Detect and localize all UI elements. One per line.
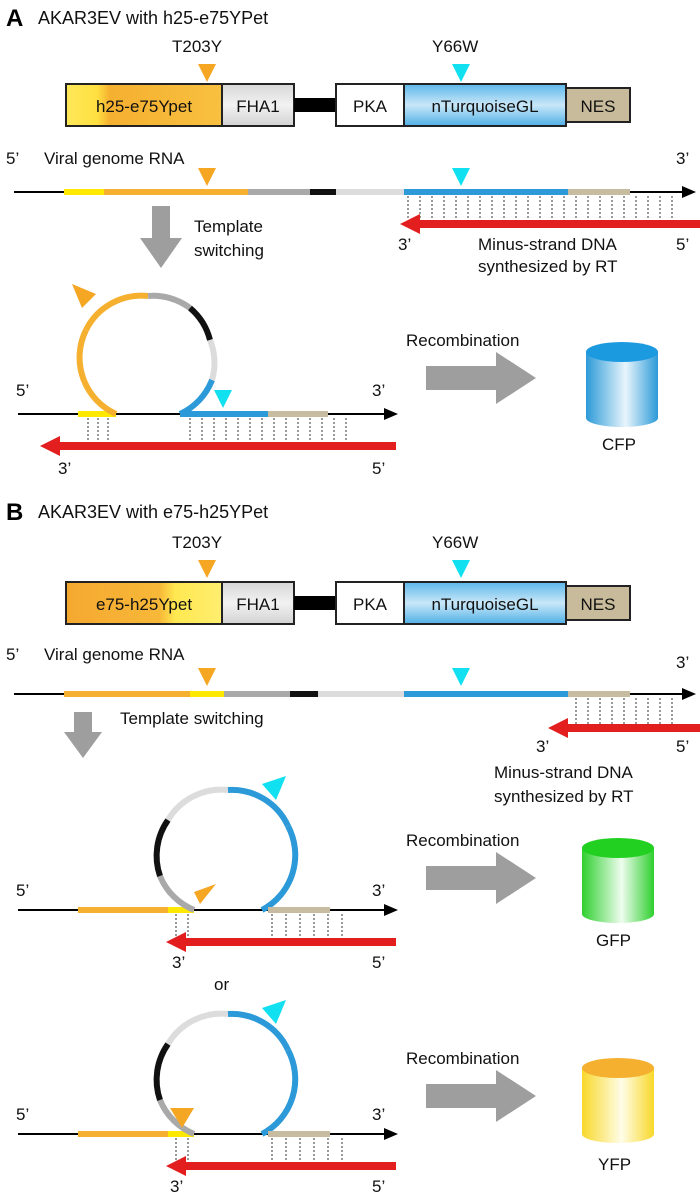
domain-nes-label: NES [581,97,616,116]
loop-a-bottom-3prime: 3’ [58,459,71,478]
gfp-label: GFP [596,931,631,950]
loop-yfp-bottom-3prime: 3’ [170,1177,183,1195]
loop-a-5prime: 5’ [16,381,29,400]
mutation-y66w-label: Y66W [432,37,478,56]
template-switching-arrow [140,206,182,268]
panel-a-title: AKAR3EV with h25-e75YPet [38,8,268,28]
base-pairs-yfp [175,1138,343,1160]
base-pairs-a1 [407,196,673,220]
domain-fha1-label: FHA1 [236,97,279,116]
recombination-loop-gfp [18,776,398,916]
mutation-y66w-label-b: Y66W [432,533,478,552]
recombination-arrow-yfp [426,1070,536,1122]
domain-fha1-b [221,581,295,625]
yfp-cylinder [582,1058,654,1143]
domain-pka-label: PKA [353,97,388,116]
mutation-t203y-label-b: T203Y [172,533,222,552]
three-prime-label: 3’ [676,149,689,168]
mutation-t203y-marker [198,64,216,82]
loop-gfp-bottom-3prime: 3’ [172,953,185,972]
base-pairs-a2 [87,418,347,440]
or-label: or [214,975,229,994]
recombination-label-a: Recombination [406,331,519,350]
domain-pka-b-label: PKA [353,595,388,614]
recombination-arrow-gfp [426,852,536,904]
minus-strand-dna-a1 [400,214,700,234]
recombination-loop-a [18,284,398,420]
minus-strand-3prime: 3’ [398,235,411,254]
cfp-cylinder [586,342,658,427]
panel-letter-b: B [6,499,23,526]
loop-gfp-3prime: 3’ [372,881,385,900]
base-pairs-b1 [575,698,673,724]
recombination-arrow-a [426,352,536,404]
template-switching-arrow-b [64,712,102,758]
five-prime-label: 5’ [6,149,19,168]
cfp-label: CFP [602,435,636,454]
gfp-cylinder [582,838,654,923]
domain-nes [565,87,631,123]
domain-nes-b [565,585,631,621]
recombination-label-gfp: Recombination [406,831,519,850]
minus-strand-label-2: synthesized by RT [478,257,618,276]
panel-a: A AKAR3EV with h25-e75YPet T203Y Y66W h2… [6,5,700,478]
mutation-t203y-marker-b [198,560,216,578]
domain-linker-b [294,596,336,610]
loop-gfp-bottom-5prime: 5’ [372,953,385,972]
domain-linker [294,98,336,112]
minus-strand-b-5prime: 5’ [676,737,689,756]
domain-ypet-b-label: e75-h25Ypet [96,595,192,614]
minus-strand-b-label-1: Minus-strand DNA [494,763,634,782]
template-switching-label-2: switching [194,241,264,260]
domain-ypet [65,83,223,127]
viral-rna-strand-b [14,668,696,700]
domain-ypet-label: h25-e75Ypet [96,97,192,116]
domain-pka [335,83,405,127]
panel-b: B AKAR3EV with e75-h25YPet T203Y Y66W e7… [6,499,700,1195]
domain-fha1-b-label: FHA1 [236,595,279,614]
minus-strand-dna-b1 [548,718,700,738]
loop-yfp-5prime: 5’ [16,1105,29,1124]
domain-fha1 [221,83,295,127]
panel-letter-a: A [6,5,23,32]
template-switching-label-b: Template switching [120,709,264,728]
minus-strand-b-label-2: synthesized by RT [494,787,634,806]
loop-yfp-bottom-5prime: 5’ [372,1177,385,1195]
domain-nes-b-label: NES [581,595,616,614]
base-pairs-gfp [175,914,343,936]
yfp-label: YFP [598,1155,631,1174]
domain-structure: h25-e75Ypet FHA1 PKA nTurquoiseGL NES [65,83,631,127]
viral-rna-label-b: Viral genome RNA [44,645,185,664]
mutation-t203y-label: T203Y [172,37,222,56]
template-switching-label-1: Template [194,217,263,236]
viral-rna-label: Viral genome RNA [44,149,185,168]
five-prime-label-b: 5’ [6,645,19,664]
loop-a-bottom-5prime: 5’ [372,459,385,478]
minus-strand-label-1: Minus-strand DNA [478,235,618,254]
mutation-y66w-marker-b [452,560,470,578]
panel-b-title: AKAR3EV with e75-h25YPet [38,502,268,522]
viral-rna-strand [14,168,696,198]
minus-strand-dna-gfp [166,932,396,952]
minus-strand-b-3prime: 3’ [536,737,549,756]
loop-a-3prime: 3’ [372,381,385,400]
minus-strand-5prime: 5’ [676,235,689,254]
minus-strand-dna-a2 [40,436,396,456]
recombination-loop-yfp [18,1000,398,1140]
domain-nturquoise-b-label: nTurquoiseGL [431,595,538,614]
loop-gfp-5prime: 5’ [16,881,29,900]
domain-ypet-b [65,581,223,625]
three-prime-label-b: 3’ [676,653,689,672]
minus-strand-dna-yfp [166,1156,396,1176]
recombination-label-yfp: Recombination [406,1049,519,1068]
domain-nturquoise-label: nTurquoiseGL [431,97,538,116]
mutation-y66w-marker [452,64,470,82]
domain-pka-b [335,581,405,625]
domain-structure-b: e75-h25Ypet FHA1 PKA nTurquoiseGL NES [65,581,631,625]
loop-yfp-3prime: 3’ [372,1105,385,1124]
